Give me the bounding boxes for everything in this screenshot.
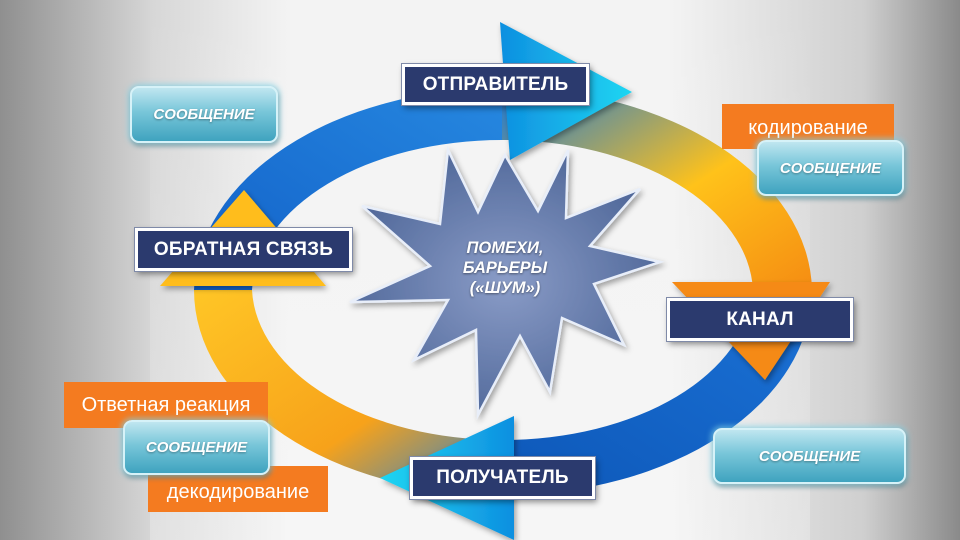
noise-line-1: ПОМЕХИ, (466, 239, 544, 257)
noise-barriers-label: ПОМЕХИ, БАРЬЕРЫ («ШУМ») (440, 238, 570, 298)
message-box-top-left: СООБЩЕНИЕ (130, 86, 278, 143)
receiver-node: ПОЛУЧАТЕЛЬ (410, 457, 595, 499)
sender-node: ОТПРАВИТЕЛЬ (402, 64, 589, 105)
noise-star-icon (349, 145, 665, 420)
noise-line-2: БАРЬЕРЫ (462, 259, 548, 277)
noise-line-3: («ШУМ») (469, 279, 541, 297)
channel-node: КАНАЛ (667, 298, 853, 341)
ring-segment-encoding (502, 87, 812, 290)
cycle-ring (194, 87, 812, 496)
ring-segment-decoding (194, 290, 502, 495)
feedback-node: ОБРАТНАЯ СВЯЗЬ (135, 228, 352, 271)
ring-segment-feedback (194, 88, 502, 290)
message-box-bottom-right: СООБЩЕНИЕ (713, 428, 906, 484)
message-box-bottom-left: СООБЩЕНИЕ (123, 420, 270, 475)
ring-segment-channel (502, 290, 812, 496)
message-box-top-right: СООБЩЕНИЕ (757, 140, 904, 196)
